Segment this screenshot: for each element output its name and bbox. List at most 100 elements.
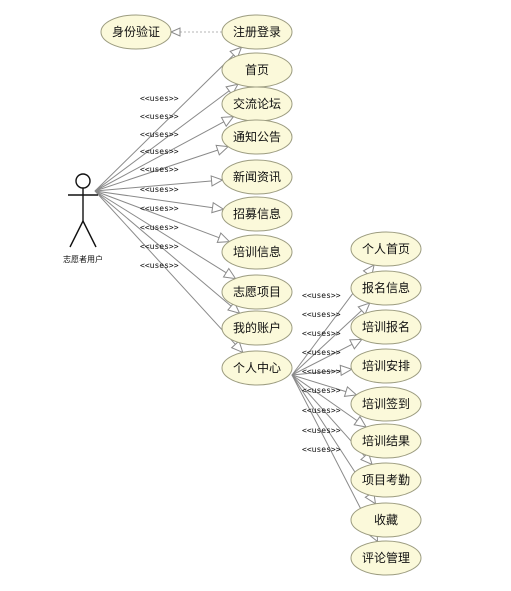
- usecase-center-label: 个人中心: [233, 360, 281, 375]
- usecase-favorites-ellipse: [350, 502, 422, 538]
- usecase-personal-home[interactable]: 个人首页: [350, 231, 422, 267]
- usecase-recruit-label: 招募信息: [233, 206, 281, 221]
- uses-account-arrowhead: [227, 301, 241, 315]
- uses-register-arrowhead: [229, 46, 243, 60]
- usecase-comment-manage-label: 评论管理: [362, 550, 410, 565]
- usecase-home-label: 首页: [245, 63, 269, 77]
- usecase-account[interactable]: 我的账户: [221, 310, 293, 346]
- usecase-training-signup-ellipse: [350, 309, 422, 345]
- actor-left-leg: [69, 220, 84, 248]
- uses-training-result-line: [291, 374, 367, 428]
- usecase-training-result[interactable]: 培训结果: [350, 423, 422, 459]
- uses-home-arrowhead: [225, 83, 239, 96]
- uses-label-center-3: <<uses>>: [302, 329, 341, 338]
- usecase-training-schedule[interactable]: 培训安排: [350, 348, 422, 384]
- uses-label-center-4: <<uses>>: [302, 348, 341, 357]
- uses-signup-info-line: [291, 302, 371, 376]
- uses-label-center-2: <<uses>>: [302, 310, 341, 319]
- uses-forum-arrowhead: [220, 116, 235, 128]
- uses-label-main-5: <<uses>>: [140, 165, 179, 174]
- uses-label-main-9: <<uses>>: [140, 242, 179, 251]
- uses-training-checkin-arrowhead: [343, 385, 358, 398]
- usecase-notice[interactable]: 通知公告: [221, 119, 293, 155]
- uses-home-line: [94, 83, 239, 192]
- usecase-forum-label: 交流论坛: [233, 96, 281, 111]
- usecase-notice-ellipse: [221, 119, 293, 155]
- uses-label-center-9: <<uses>>: [302, 445, 341, 454]
- uses-project-line: [94, 190, 236, 280]
- usecase-project-attendance-ellipse: [350, 462, 422, 498]
- uses-forum-line: [94, 116, 234, 192]
- uses-training-arrowhead: [216, 232, 231, 243]
- usecase-auth[interactable]: 身份验证: [100, 14, 172, 50]
- usecase-training-signup[interactable]: 培训报名: [350, 309, 422, 345]
- usecase-recruit-ellipse: [221, 196, 293, 232]
- usecase-training-signup-label: 培训报名: [362, 319, 410, 334]
- uses-account-line: [94, 190, 240, 314]
- usecase-training-result-ellipse: [350, 423, 422, 459]
- usecase-signup-info-ellipse: [350, 270, 422, 306]
- uses-label-main-7: <<uses>>: [140, 204, 179, 213]
- uses-news-line: [94, 179, 223, 192]
- uses-project-arrowhead: [222, 267, 237, 280]
- usecase-account-ellipse: [221, 310, 293, 346]
- uses-center-line: [94, 190, 244, 353]
- uses-notice-line: [94, 146, 229, 192]
- usecase-personal-home-ellipse: [350, 231, 422, 267]
- uses-recruit-arrowhead: [211, 201, 225, 214]
- usecase-training-checkin-ellipse: [350, 386, 422, 422]
- usecase-news[interactable]: 新闻资讯: [221, 159, 293, 195]
- uses-notice-arrowhead: [215, 144, 230, 156]
- uses-label-center-8: <<uses>>: [302, 426, 341, 435]
- uses-label-main-8: <<uses>>: [140, 223, 179, 232]
- uses-label-main-3: <<uses>>: [140, 130, 179, 139]
- usecase-training-checkin[interactable]: 培训签到: [350, 386, 422, 422]
- usecase-project-attendance-label: 项目考勤: [362, 473, 410, 487]
- usecase-signup-info[interactable]: 报名信息: [350, 270, 422, 306]
- usecase-project-attendance[interactable]: 项目考勤: [350, 462, 422, 498]
- usecase-training-ellipse: [221, 234, 293, 270]
- actor-volunteer-user: 志愿者用户: [63, 173, 103, 264]
- usecase-auth-label: 身份验证: [112, 24, 160, 39]
- usecase-recruit[interactable]: 招募信息: [221, 196, 293, 232]
- usecase-favorites-label: 收藏: [374, 513, 398, 527]
- usecase-training-schedule-ellipse: [350, 348, 422, 384]
- uses-label-center-6: <<uses>>: [302, 386, 341, 395]
- usecase-center[interactable]: 个人中心: [221, 350, 293, 386]
- uses-label-center-5: <<uses>>: [302, 367, 341, 376]
- usecase-training-checkin-label: 培训签到: [362, 396, 410, 411]
- usecase-register[interactable]: 注册登录: [221, 14, 293, 50]
- usecase-news-label: 新闻资讯: [233, 169, 281, 184]
- usecase-project-ellipse: [221, 274, 293, 310]
- uses-training-schedule-arrowhead: [339, 364, 353, 377]
- actor-label: 志愿者用户: [63, 254, 103, 264]
- usecase-training-result-label: 培训结果: [362, 433, 410, 448]
- usecase-signup-info-label: 报名信息: [362, 280, 410, 295]
- uses-label-main-2: <<uses>>: [140, 112, 179, 121]
- usecase-comment-manage[interactable]: 评论管理: [350, 540, 422, 576]
- relations-layer: [94, 27, 379, 543]
- usecase-training[interactable]: 培训信息: [221, 234, 293, 270]
- dependency-auth-arrowhead: [169, 27, 181, 37]
- uses-news-arrowhead: [210, 175, 224, 187]
- uses-register-line: [94, 46, 242, 192]
- usecase-comment-manage-ellipse: [350, 540, 422, 576]
- usecase-personal-home-label: 个人首页: [362, 242, 410, 256]
- uses-training-result-arrowhead: [353, 415, 368, 428]
- uses-training-line: [94, 190, 230, 243]
- usecase-project[interactable]: 志愿项目: [221, 274, 293, 310]
- uses-label-main-4: <<uses>>: [140, 147, 179, 156]
- usecase-home[interactable]: 首页: [221, 52, 293, 88]
- uses-label-center-1: <<uses>>: [302, 291, 341, 300]
- usecase-favorites[interactable]: 收藏: [350, 502, 422, 538]
- usecase-news-ellipse: [221, 159, 293, 195]
- usecase-auth-ellipse: [100, 14, 172, 50]
- uses-label-main-1: <<uses>>: [140, 94, 179, 103]
- usecase-forum[interactable]: 交流论坛: [221, 86, 293, 122]
- uses-label-main-10: <<uses>>: [140, 261, 179, 270]
- relation-labels-layer: <<uses>> <<uses>> <<uses>> <<uses>> <<uses>>…: [140, 94, 341, 454]
- usecase-account-label: 我的账户: [233, 320, 281, 335]
- uses-training-signup-line: [291, 338, 363, 376]
- usecase-training-schedule-label: 培训安排: [362, 358, 410, 373]
